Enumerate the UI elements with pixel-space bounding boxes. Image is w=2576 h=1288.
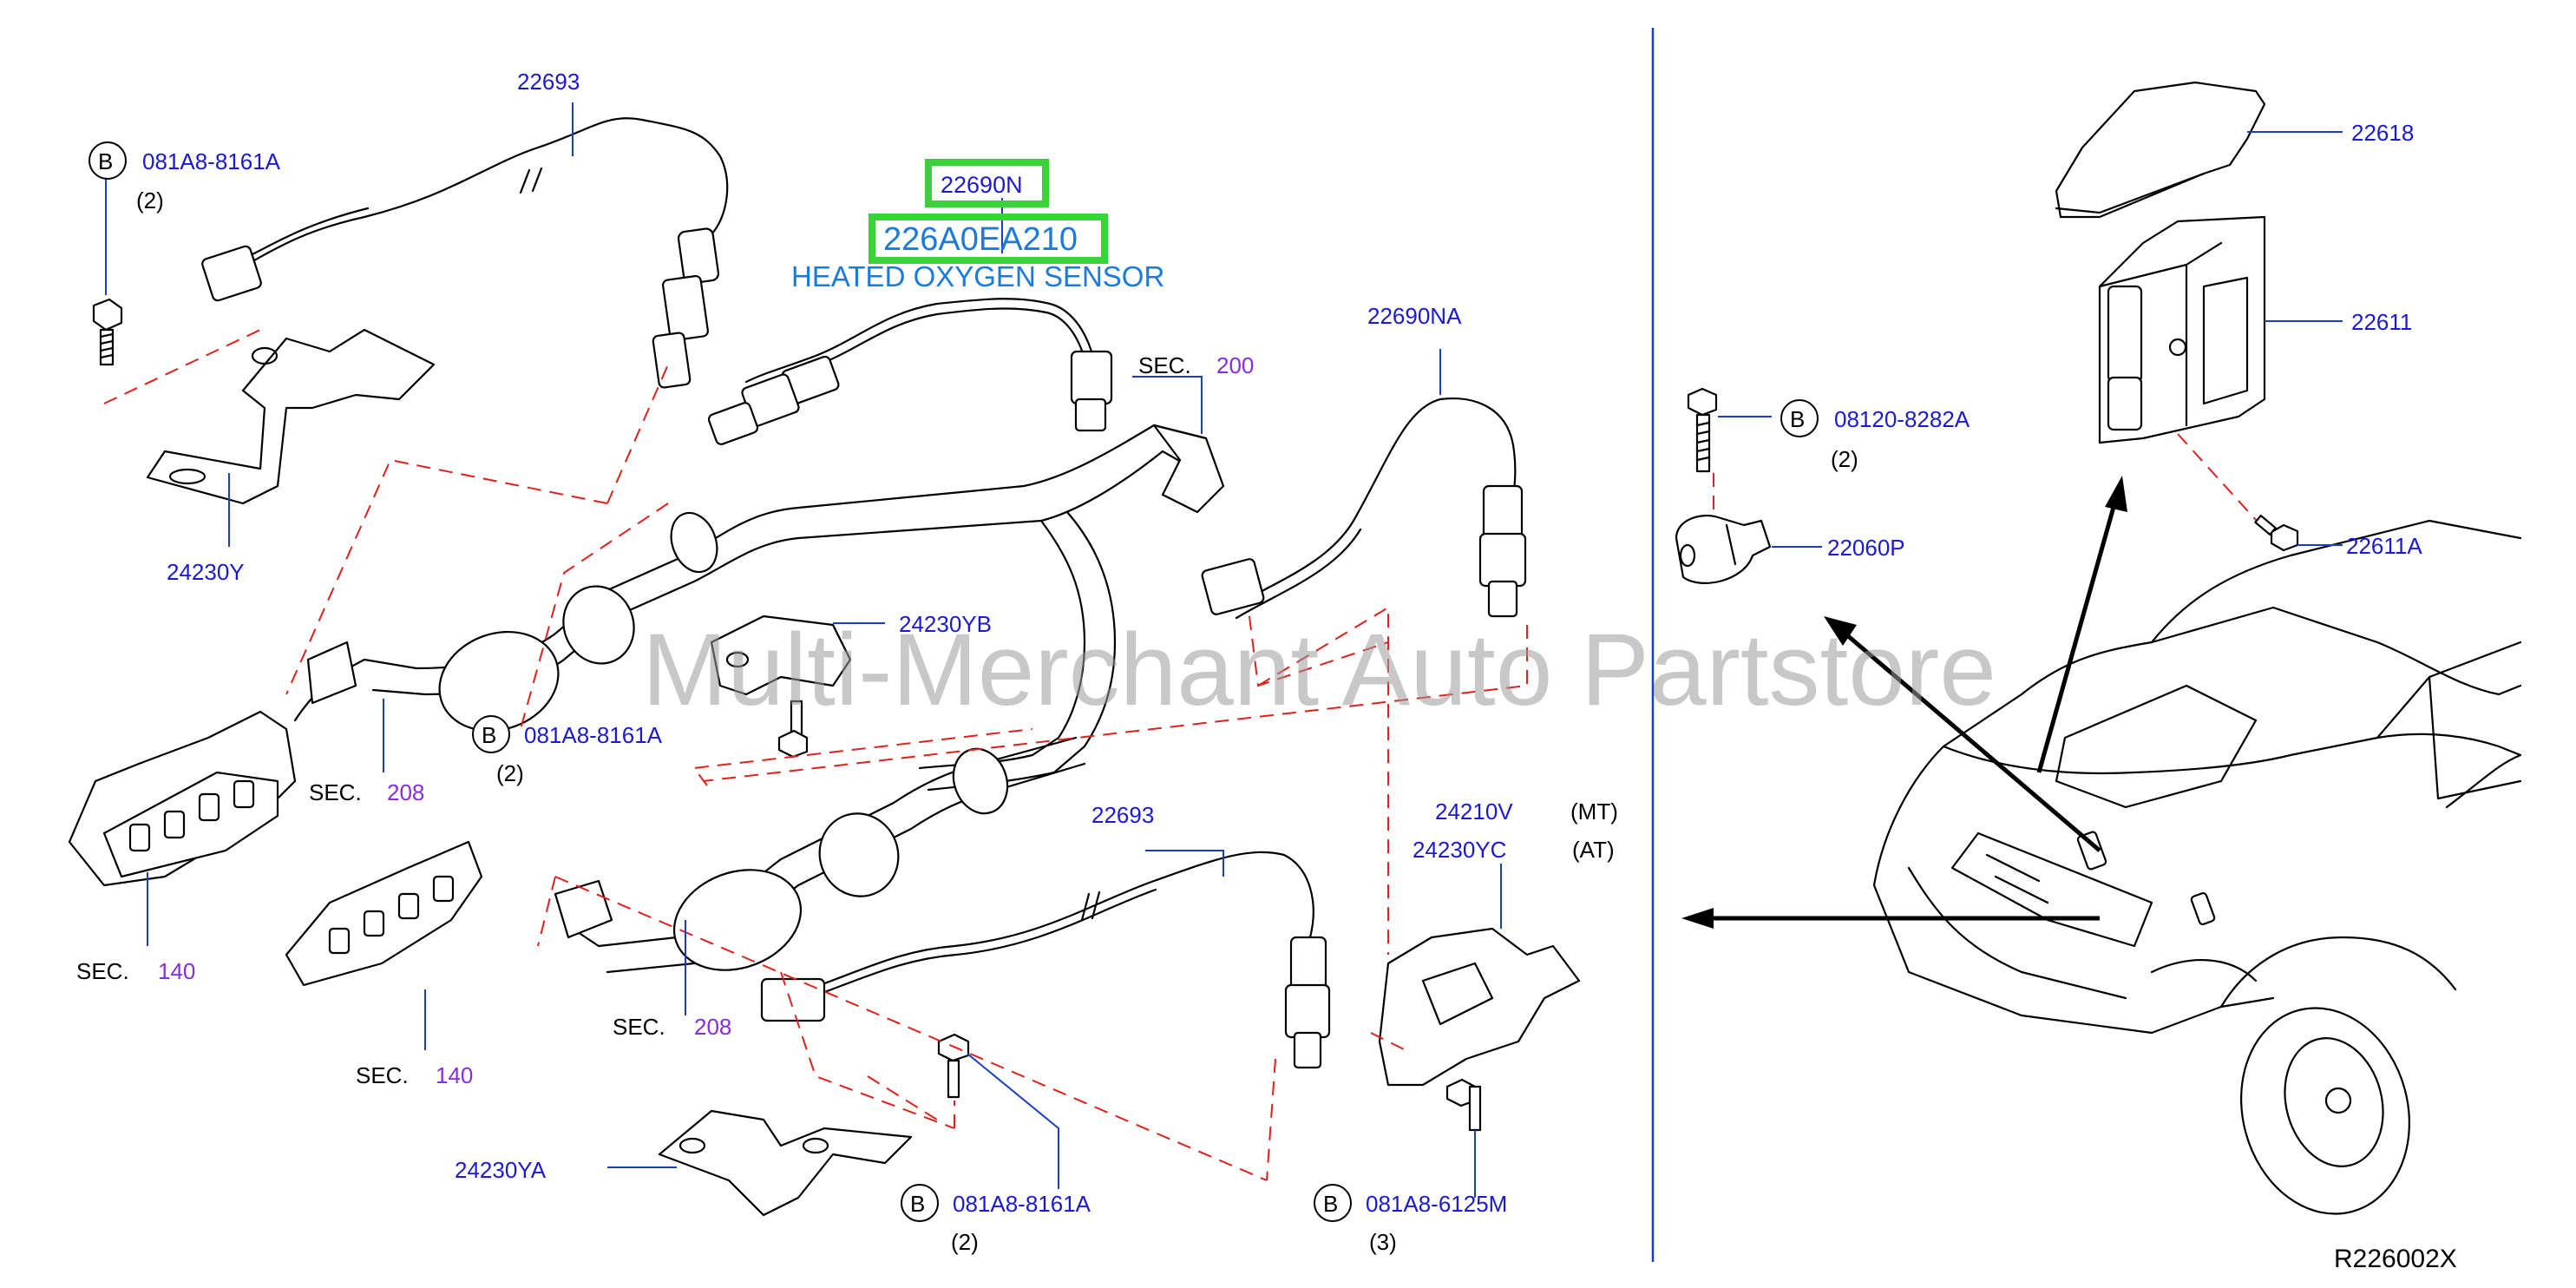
vehicle-truck bbox=[1872, 519, 2522, 1215]
knock-sensor-22060p[interactable] bbox=[1675, 514, 1772, 584]
bolt-callout-2-part: 081A8-8161A bbox=[524, 722, 663, 748]
section-ref-208-lower-label: SEC. bbox=[613, 1014, 665, 1040]
section-ref-208-upper-num: 208 bbox=[387, 779, 424, 805]
bracket-24230ya[interactable] bbox=[658, 1109, 913, 1217]
watermark: Multi-Merchant Auto Partstore bbox=[642, 613, 1996, 727]
bolt-callout-3-letter: B bbox=[910, 1191, 925, 1217]
bolt-081a8-8161a-upper[interactable] bbox=[92, 298, 123, 366]
bolt-callout-1-qty: (2) bbox=[136, 187, 164, 214]
oxygen-sensor-22690na[interactable] bbox=[1201, 398, 1527, 620]
highlight-oem-number[interactable]: 226A0EA210 bbox=[883, 221, 1078, 258]
oxygen-sensor-22693-upper[interactable] bbox=[201, 117, 729, 389]
diagram-code: R226002X bbox=[2334, 1245, 2457, 1273]
bolt-081a8-6125m[interactable] bbox=[1445, 1078, 1482, 1132]
label-22611[interactable]: 22611 bbox=[2351, 309, 2412, 335]
exhaust-front-tube-lower bbox=[554, 736, 1086, 974]
label-24230y[interactable]: 24230Y bbox=[167, 559, 245, 585]
section-ref-200-num: 200 bbox=[1216, 352, 1254, 378]
bracket-24230yb[interactable] bbox=[710, 614, 852, 696]
highlight-part-number[interactable]: 22690N bbox=[941, 172, 1023, 198]
bolt-callout-3-part: 081A8-8161A bbox=[953, 1191, 1091, 1217]
bolt-callout-4-letter: B bbox=[1323, 1191, 1338, 1217]
bolt-callout-3-qty: (2) bbox=[951, 1229, 979, 1255]
bolt-callout-1-letter: B bbox=[98, 148, 113, 174]
section-ref-200-label: SEC. bbox=[1138, 352, 1191, 378]
section-ref-140-upper[interactable]: SEC. 140 bbox=[76, 958, 195, 984]
bolt-24230yb[interactable] bbox=[777, 700, 809, 759]
bolt-callout-2[interactable]: B 081A8-8161A (2) bbox=[472, 715, 663, 786]
heated-oxygen-sensor-22690n[interactable] bbox=[707, 298, 1113, 445]
label-24230ya[interactable]: 24230YA bbox=[455, 1157, 547, 1183]
section-ref-208-upper[interactable]: SEC. 208 bbox=[309, 779, 424, 805]
exhaust-manifold-right bbox=[285, 840, 483, 987]
exhaust-front-tube-upper bbox=[293, 424, 1225, 792]
label-24230yc[interactable]: 24230YC bbox=[1413, 837, 1506, 863]
bolt-22611a[interactable] bbox=[2254, 514, 2299, 552]
oxygen-sensor-22693-lower[interactable] bbox=[760, 851, 1331, 1069]
section-ref-140-lower-num: 140 bbox=[436, 1062, 473, 1088]
ecm-22611[interactable] bbox=[2098, 215, 2266, 444]
bolt-callout-5-letter: B bbox=[1790, 406, 1805, 432]
label-at: (AT) bbox=[1572, 837, 1615, 863]
assembly-dash-lines bbox=[103, 329, 2265, 1181]
bolt-callout-3[interactable]: B 081A8-8161A (2) bbox=[901, 1184, 1091, 1255]
bolt-callout-2-letter: B bbox=[482, 722, 496, 748]
bolt-callout-1-part: 081A8-8161A bbox=[142, 148, 281, 174]
bolt-callout-2-qty: (2) bbox=[496, 760, 524, 786]
bolt-callout-5-qty: (2) bbox=[1831, 446, 1858, 472]
bolt-callout-4-qty: (3) bbox=[1369, 1229, 1397, 1255]
bolt-callout-5-part: 08120-8282A bbox=[1834, 406, 1970, 432]
label-22611a[interactable]: 22611A bbox=[2346, 533, 2422, 559]
label-22060p[interactable]: 22060P bbox=[1827, 535, 1905, 561]
highlight-box-part bbox=[925, 159, 1049, 207]
label-22693-upper[interactable]: 22693 bbox=[517, 69, 580, 95]
section-ref-140-lower[interactable]: SEC. 140 bbox=[356, 1062, 473, 1088]
exhaust-manifold-left bbox=[68, 641, 357, 887]
section-ref-140-upper-label: SEC. bbox=[76, 958, 129, 984]
ecm-cover-22618[interactable] bbox=[2055, 81, 2266, 219]
label-22690na[interactable]: 22690NA bbox=[1367, 303, 1462, 329]
highlight-box-oem bbox=[868, 214, 1108, 264]
label-mt: (MT) bbox=[1570, 798, 1618, 825]
section-ref-208-lower-num: 208 bbox=[694, 1014, 731, 1040]
section-ref-208-upper-label: SEC. bbox=[309, 779, 362, 805]
bolt-08120-8282a[interactable] bbox=[1687, 387, 1718, 473]
location-arrows bbox=[1681, 476, 2127, 929]
label-24230yb[interactable]: 24230YB bbox=[899, 611, 992, 637]
label-24210v[interactable]: 24210V bbox=[1435, 798, 1513, 825]
section-ref-208-lower[interactable]: SEC. 208 bbox=[613, 1014, 731, 1040]
section-ref-140-upper-num: 140 bbox=[158, 958, 195, 984]
bracket-24230yc[interactable] bbox=[1378, 927, 1581, 1087]
bolt-callout-4[interactable]: B 081A8-6125M (3) bbox=[1314, 1184, 1507, 1255]
label-22693-lower[interactable]: 22693 bbox=[1091, 802, 1154, 828]
section-ref-200[interactable]: SEC. 200 bbox=[1138, 352, 1254, 378]
bolt-callout-4-part: 081A8-6125M bbox=[1366, 1191, 1507, 1217]
bolt-callout-1[interactable]: B 081A8-8161A (2) bbox=[88, 141, 281, 214]
bracket-24230y[interactable] bbox=[146, 328, 436, 505]
highlight-description: HEATED OXYGEN SENSOR bbox=[791, 260, 1164, 292]
section-ref-140-lower-label: SEC. bbox=[356, 1062, 409, 1088]
bolt-callout-5[interactable]: B 08120-8282A (2) bbox=[1780, 399, 1970, 472]
label-22618[interactable]: 22618 bbox=[2351, 120, 2414, 146]
leader-lines bbox=[105, 102, 2343, 1198]
bolt-081a8-8161a-lower[interactable] bbox=[937, 1033, 970, 1099]
